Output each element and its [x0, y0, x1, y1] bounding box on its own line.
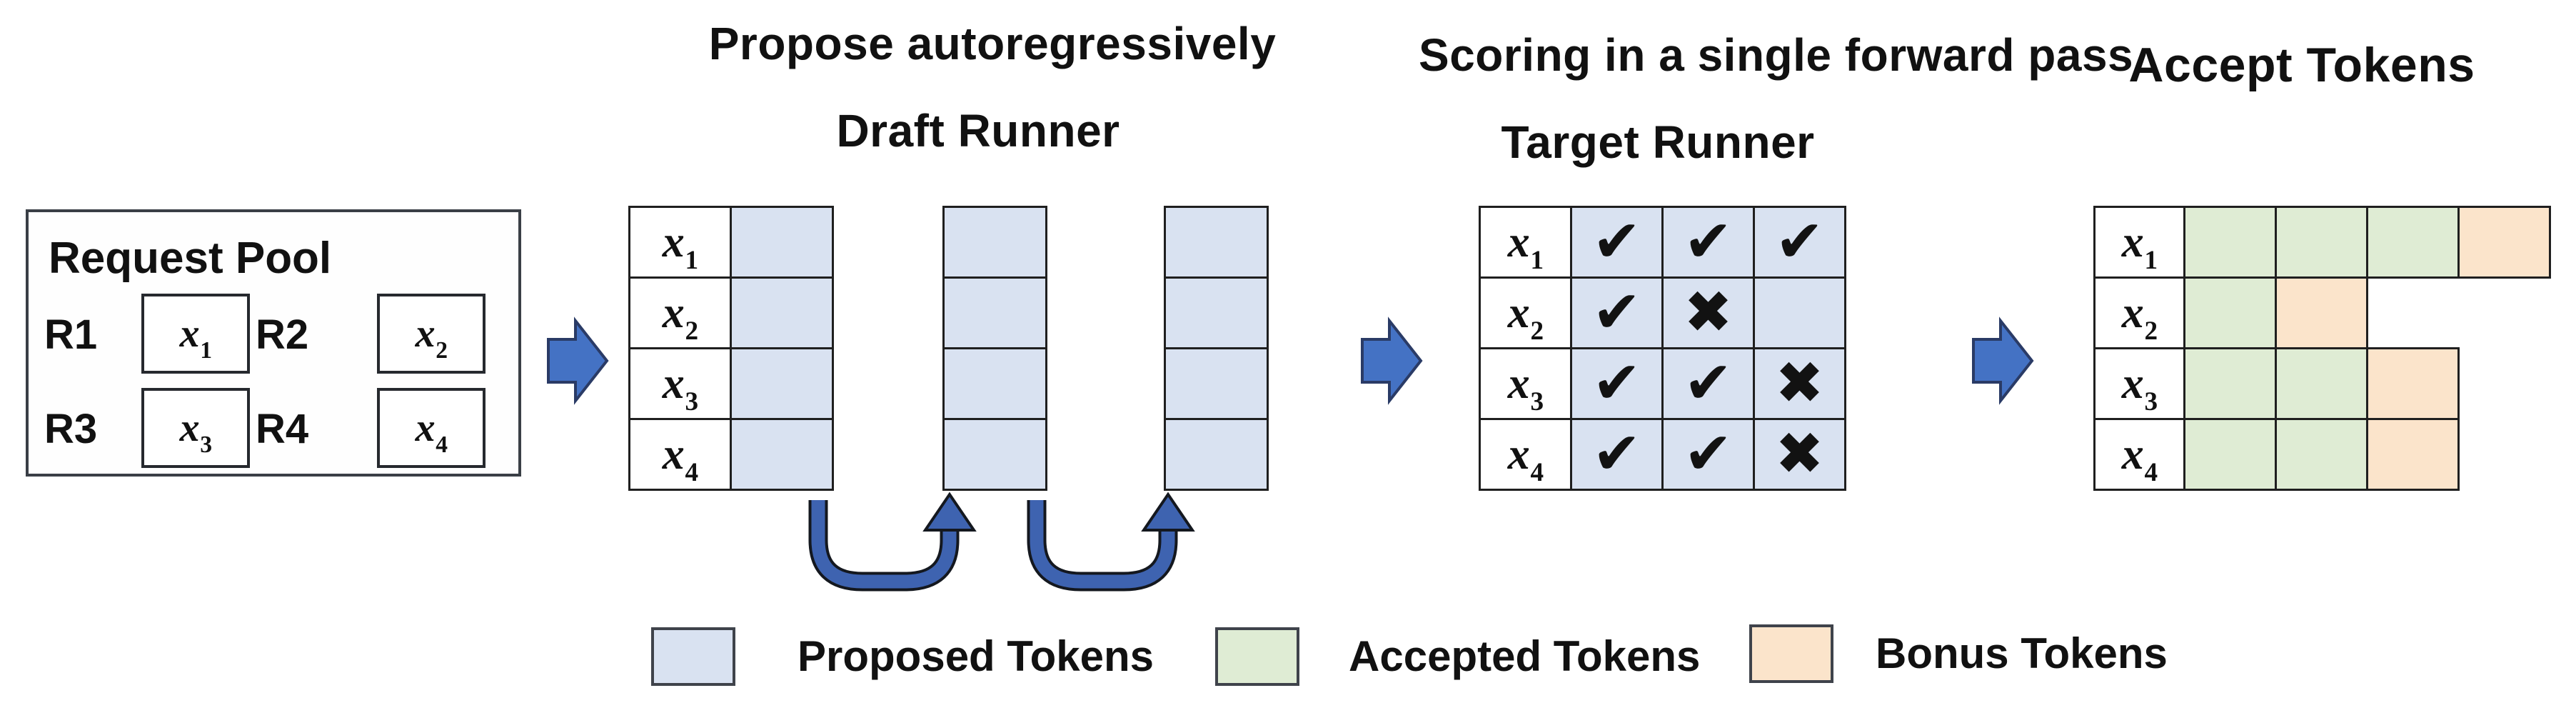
scored-token-cell: ✔ [1570, 347, 1664, 420]
heading-accept-tokens: Accept Tokens [2128, 38, 2475, 92]
bonus-token-cell [2457, 206, 2551, 279]
proposed-token-cell [942, 206, 1047, 279]
grid-row-label-cell: x1 [1479, 206, 1572, 279]
request-pool-title: Request Pool [49, 234, 332, 283]
token-label: x2 [662, 288, 699, 346]
cross-icon: ✖ [1684, 279, 1733, 346]
accepted-token-cell [2366, 206, 2460, 279]
scored-token-cell: ✔ [1661, 206, 1755, 279]
proposed-token-cell [1164, 347, 1269, 420]
scored-token-cell: ✔ [1661, 418, 1755, 491]
grid-row-label-cell: x2 [2093, 276, 2185, 349]
legend-swatch-accepted [1215, 627, 1299, 686]
legend-swatch-proposed [651, 627, 735, 686]
flow-arrow-icon [1361, 316, 1423, 405]
token-label: x2 [1507, 288, 1544, 346]
token-label: x3 [662, 359, 699, 417]
scored-token-cell: ✔ [1661, 347, 1755, 420]
proposed-token-cell [942, 347, 1047, 420]
bonus-token-cell [2366, 418, 2460, 491]
grid-row-label-cell: x3 [1479, 347, 1572, 420]
check-icon: ✔ [1592, 349, 1641, 417]
token-label: x3 [2121, 359, 2158, 417]
scored-token-cell: ✖ [1661, 276, 1755, 349]
legend-label: Bonus Tokens [1876, 629, 2168, 677]
proposed-token-cell [1164, 276, 1269, 349]
token-label: x1 [2121, 217, 2158, 276]
request-id-label: R4 [256, 406, 309, 452]
token-box: x1 [141, 294, 250, 374]
heading-propose-autoregressively: Propose autoregressively [708, 18, 1277, 69]
request-id-label: R3 [44, 406, 98, 452]
proposed-token-cell [730, 418, 834, 491]
token-label: x1 [662, 217, 699, 276]
cross-icon: ✖ [1775, 349, 1824, 417]
token-label: x2 [2121, 288, 2158, 346]
proposed-token-cell [942, 418, 1047, 491]
request-id-label: R1 [44, 311, 98, 358]
grid-row-label-cell: x1 [2093, 206, 2185, 279]
token-label: x2 [415, 311, 448, 364]
scored-token-cell: ✖ [1753, 347, 1846, 420]
loop-arrow-icon [808, 492, 977, 592]
heading-draft-runner: Draft Runner [836, 105, 1120, 156]
accepted-token-cell [2275, 418, 2368, 491]
grid-row-label-cell: x4 [628, 418, 732, 491]
proposed-token-cell [1164, 418, 1269, 491]
check-icon: ✔ [1592, 208, 1641, 276]
token-box: x4 [377, 388, 485, 468]
token-label: x4 [1507, 429, 1544, 488]
scored-token-cell: ✔ [1570, 276, 1664, 349]
proposed-token-cell [730, 347, 834, 420]
token-label: x4 [415, 406, 448, 459]
heading-target-runner: Target Runner [1501, 116, 1815, 168]
proposed-token-cell [730, 276, 834, 349]
grid-row-label-cell: x4 [2093, 418, 2185, 491]
flow-arrow-icon [1972, 316, 2034, 405]
flow-arrow-icon [547, 316, 609, 405]
token-label: x1 [1507, 217, 1544, 276]
check-icon: ✔ [1775, 208, 1824, 276]
token-label: x4 [662, 429, 699, 488]
check-icon: ✔ [1592, 420, 1641, 488]
grid-row-label-cell: x2 [1479, 276, 1572, 349]
check-icon: ✔ [1684, 208, 1733, 276]
token-label: x3 [179, 406, 213, 459]
request-id-label: R2 [256, 311, 309, 358]
check-icon: ✔ [1684, 349, 1733, 417]
scored-token-cell: ✖ [1753, 418, 1846, 491]
legend-label: Proposed Tokens [798, 632, 1154, 680]
grid-row-label-cell: x1 [628, 206, 732, 279]
token-box: x3 [141, 388, 250, 468]
token-label: x3 [1507, 359, 1544, 417]
loop-arrow-icon [1027, 492, 1195, 592]
token-label: x4 [2121, 429, 2158, 488]
legend-swatch-bonus [1749, 624, 1833, 683]
token-box: x2 [377, 294, 485, 374]
check-icon: ✔ [1592, 279, 1641, 346]
legend-label: Accepted Tokens [1349, 632, 1701, 680]
grid-row-label-cell: x4 [1479, 418, 1572, 491]
check-icon: ✔ [1684, 420, 1733, 488]
cross-icon: ✖ [1775, 420, 1824, 488]
accepted-token-cell [2275, 347, 2368, 420]
token-label: x1 [179, 311, 213, 364]
accepted-token-cell [2183, 418, 2277, 491]
proposed-token-cell [942, 276, 1047, 349]
